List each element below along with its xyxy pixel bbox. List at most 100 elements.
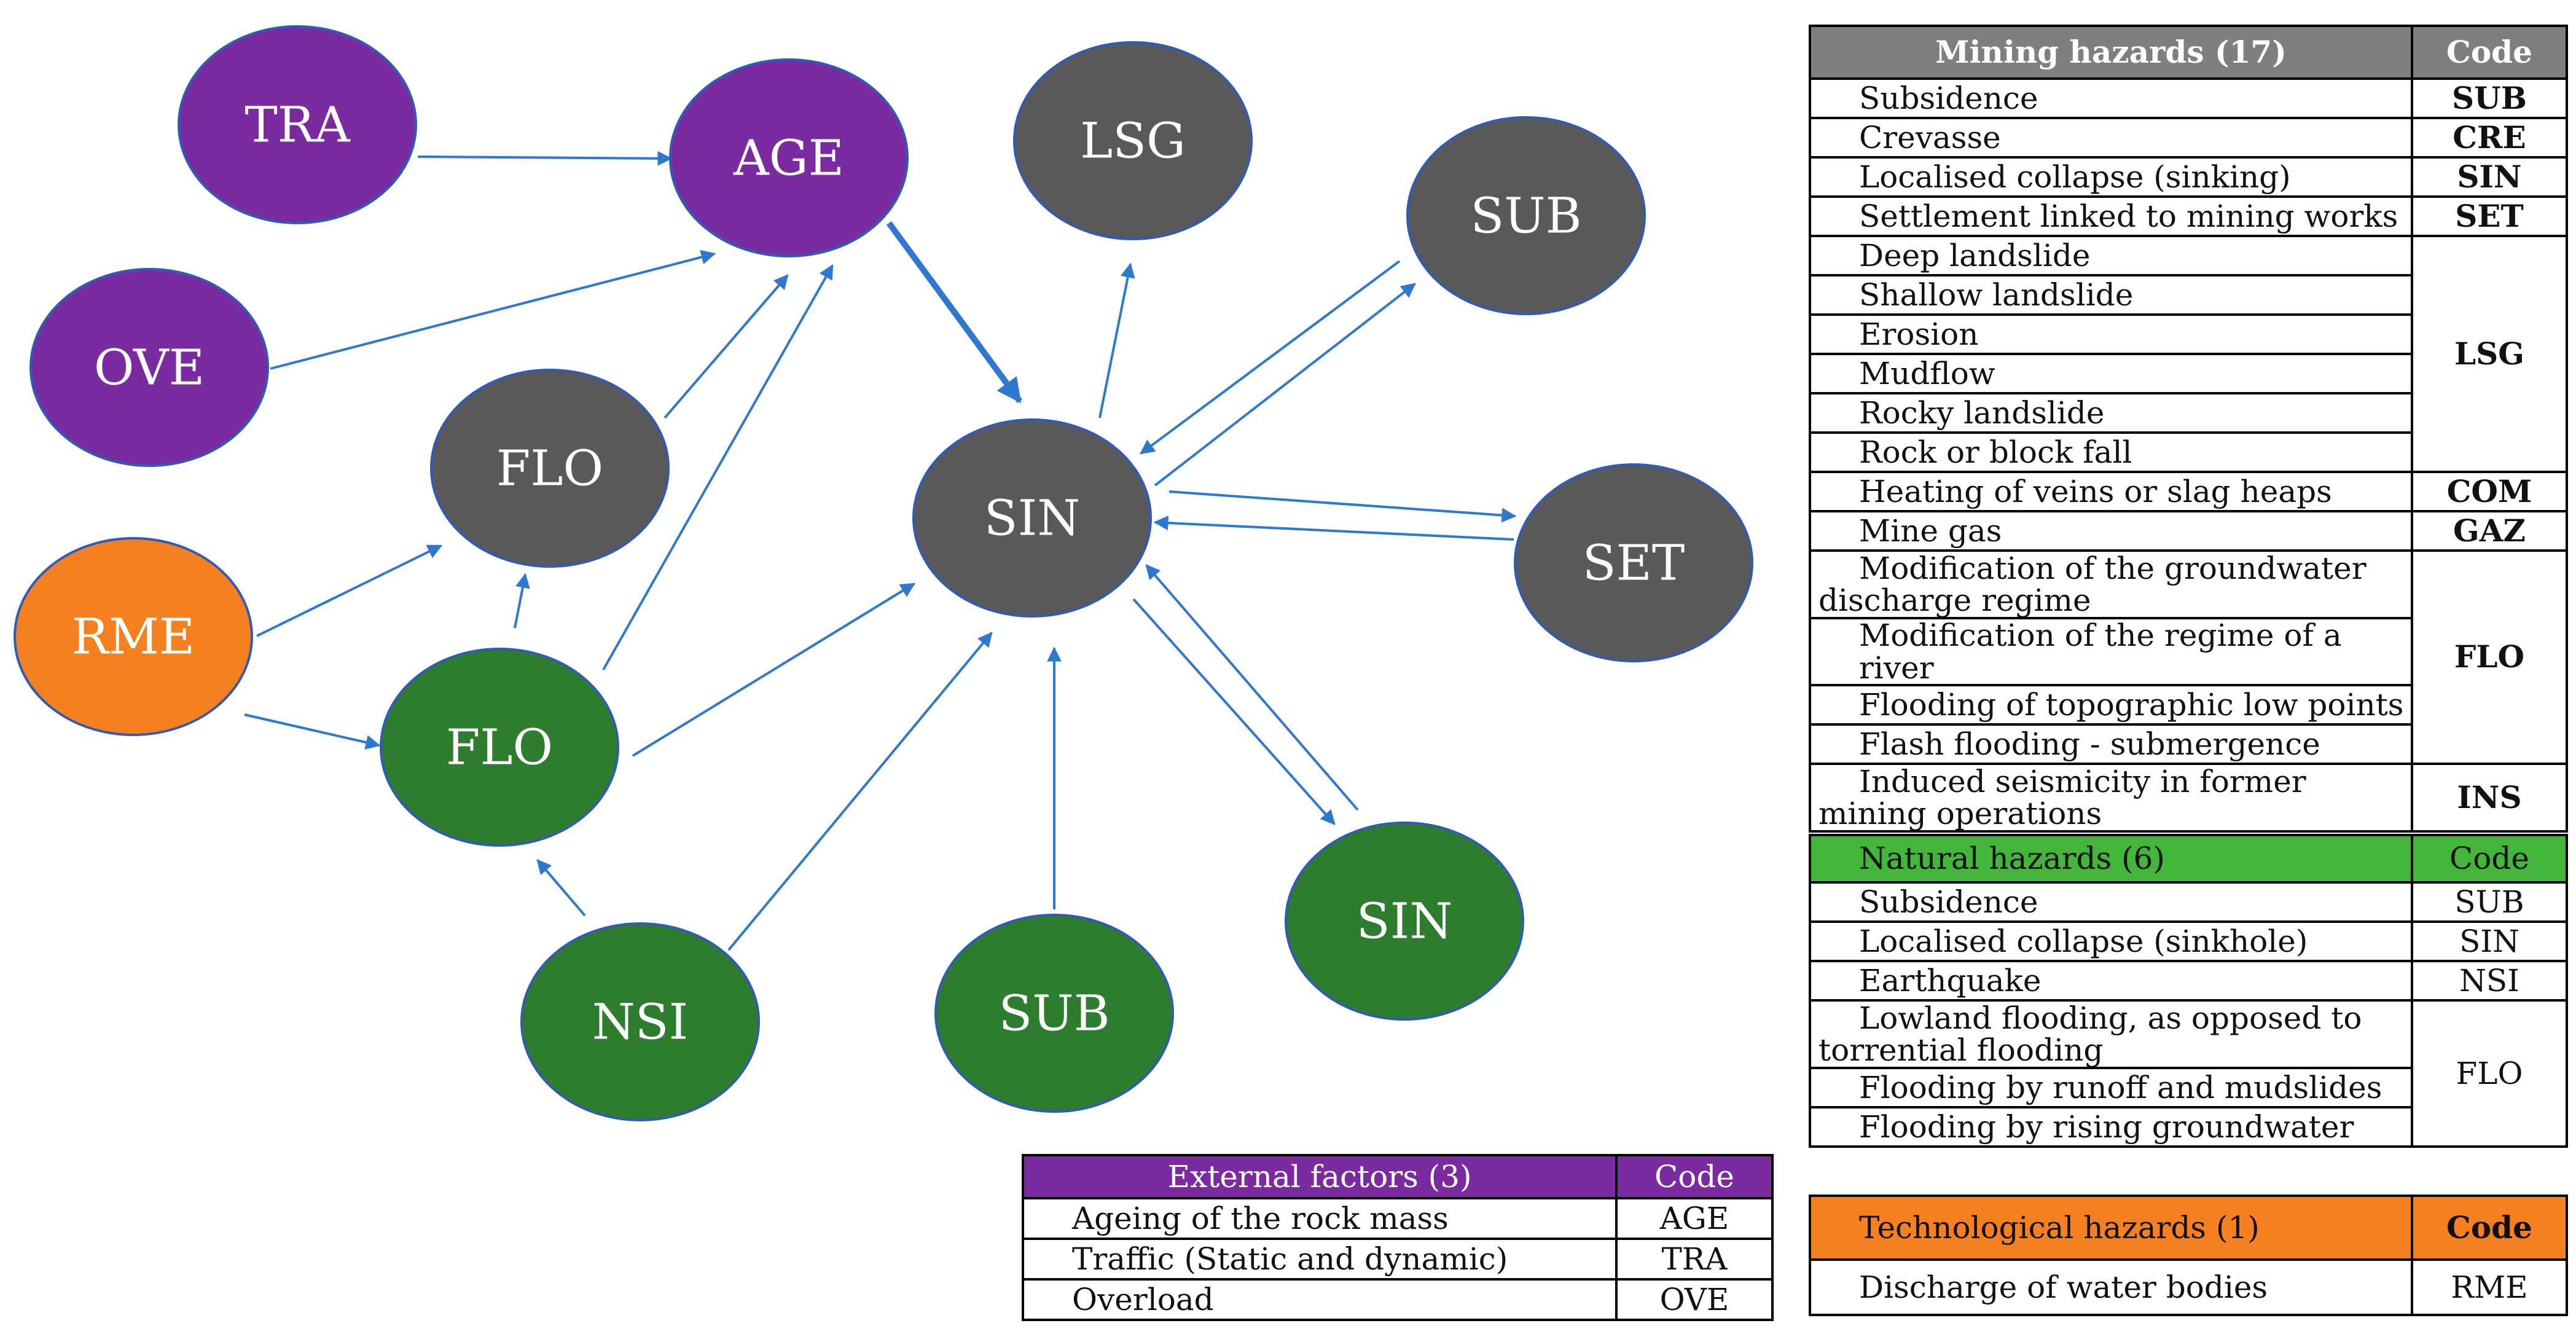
hazard-code: INS (2411, 763, 2568, 833)
node-nsi-shape (520, 922, 760, 1121)
node-age: AGE (669, 58, 909, 257)
edge-set-to-sin_m (1153, 516, 1514, 541)
hazard-description: Earthquake (1809, 960, 2413, 1002)
hazard-code: COM (2411, 471, 2568, 512)
edge-rme-to-flo_m (256, 544, 443, 637)
table-row: Modification of the regime of a river (1809, 617, 2567, 686)
external-table-header: External factors (3) (1022, 1154, 1618, 1199)
node-nsi-label: NSI (592, 994, 688, 1051)
node-rme-label: RME (72, 608, 195, 665)
hazard-code: AGE (1615, 1197, 1774, 1240)
hazard-code: SUB (2411, 881, 2568, 923)
hazard-code: SIN (2411, 920, 2568, 962)
table-row: Flooding by rising groundwater (1809, 1106, 2567, 1148)
table-row: Rocky landslide (1809, 392, 2567, 434)
node-flo_m-shape (430, 369, 670, 568)
node-set-label: SET (1583, 535, 1685, 592)
edge-nsi-to-flo_n (536, 859, 586, 917)
node-rme-shape (14, 537, 253, 736)
hazard-description: Rock or block fall (1809, 431, 2413, 473)
edge-flo_m-to-age (664, 274, 789, 419)
hazard-description: Lowland flooding, as opposed to torrenti… (1809, 999, 2413, 1069)
hazard-description: Discharge of water bodies (1809, 1258, 2413, 1316)
table-row: Mudflow (1809, 353, 2567, 394)
hazard-code: SUB (2411, 77, 2568, 119)
node-flo_m-label: FLO (496, 440, 603, 497)
node-sin_m-label: SIN (984, 490, 1080, 547)
edge-nsi-to-sin_m (727, 632, 993, 951)
node-sin_m: SIN (912, 418, 1152, 618)
hazard-code: CRE (2411, 117, 2568, 159)
hazard-code: FLO (2411, 999, 2568, 1148)
edge-sub_m-to-sin_m (1140, 260, 1401, 455)
node-lsg: LSG (1013, 41, 1253, 240)
table-row: Flash flooding - submergence (1809, 723, 2567, 765)
node-flo_m: FLO (430, 369, 670, 568)
hazard-code: TRA (1615, 1238, 1774, 1281)
edge-age-to-sin_m (886, 221, 1023, 404)
node-sin_n-shape (1285, 822, 1524, 1021)
edge-tra-to-age (417, 151, 673, 166)
hazard-description: Induced seismicity in former mining oper… (1809, 763, 2413, 833)
hazard-code: OVE (1615, 1278, 1774, 1321)
hazard-code: SET (2411, 195, 2568, 237)
node-sub_n-label: SUB (998, 985, 1110, 1042)
hazard-description: Mudflow (1809, 353, 2413, 394)
technological-hazards-table: Technological hazards (1) Code Discharge… (1809, 1195, 2568, 1316)
edge-sin_m-to-sub_m (1154, 283, 1416, 487)
node-nsi: NSI (520, 922, 760, 1121)
hazard-description: Flooding by runoff and mudslides (1809, 1067, 2413, 1108)
table-row: Rock or block fall (1809, 431, 2567, 473)
hazard-description: Subsidence (1809, 881, 2413, 923)
node-age-shape (669, 58, 909, 257)
node-sub_n: SUB (934, 914, 1174, 1113)
table-row: Flooding by runoff and mudslides (1809, 1067, 2567, 1108)
natural-table-header: Natural hazards (6) (1809, 834, 2413, 884)
node-sub_m-label: SUB (1470, 187, 1581, 245)
tech-table-header: Technological hazards (1) (1809, 1195, 2413, 1261)
edge-flo_n-to-flo_m (514, 573, 530, 629)
edge-ove-to-age (270, 249, 716, 370)
node-sin_n: SIN (1285, 822, 1524, 1021)
node-sub_m-shape (1406, 116, 1646, 315)
edge-rme-to-flo_n (244, 713, 381, 750)
hazard-description: Rocky landslide (1809, 392, 2413, 434)
node-tra: TRA (178, 25, 417, 224)
hazard-code: LSG (2411, 235, 2568, 473)
edge-sin_m-to-sin_n (1132, 598, 1336, 825)
node-sub_n-shape (934, 914, 1174, 1113)
node-flo_n-label: FLO (446, 719, 553, 776)
edge-sin_m-to-lsg (1098, 262, 1135, 418)
node-rme: RME (14, 537, 253, 736)
tech-table-code-header: Code (2411, 1195, 2568, 1261)
table-row: Modification of the groundwater discharg… (1809, 549, 2568, 765)
table-row: Traffic (Static and dynamic)TRA (1022, 1238, 1774, 1281)
hazard-description: Mine gas (1809, 510, 2413, 552)
hazard-description: Heating of veins or slag heaps (1809, 471, 2413, 512)
edge-flo_n-to-age (602, 264, 834, 670)
edge-sin_m-to-set (1169, 490, 1517, 523)
external-factors-table: External factors (3) Code Ageing of the … (1022, 1154, 1774, 1321)
hazard-description: Flooding by rising groundwater (1809, 1106, 2413, 1148)
hazard-description: Modification of the regime of a river (1809, 617, 2413, 686)
hazard-description: Flash flooding - submergence (1809, 723, 2413, 765)
table-row: Flooding of topographic low points (1809, 684, 2567, 726)
table-row: Localised collapse (sinkhole)SIN (1809, 920, 2568, 962)
node-age-label: AGE (733, 130, 844, 187)
hazard-description: Ageing of the rock mass (1022, 1197, 1618, 1240)
hazard-description: Subsidence (1809, 77, 2413, 119)
hazard-code: NSI (2411, 960, 2568, 1002)
